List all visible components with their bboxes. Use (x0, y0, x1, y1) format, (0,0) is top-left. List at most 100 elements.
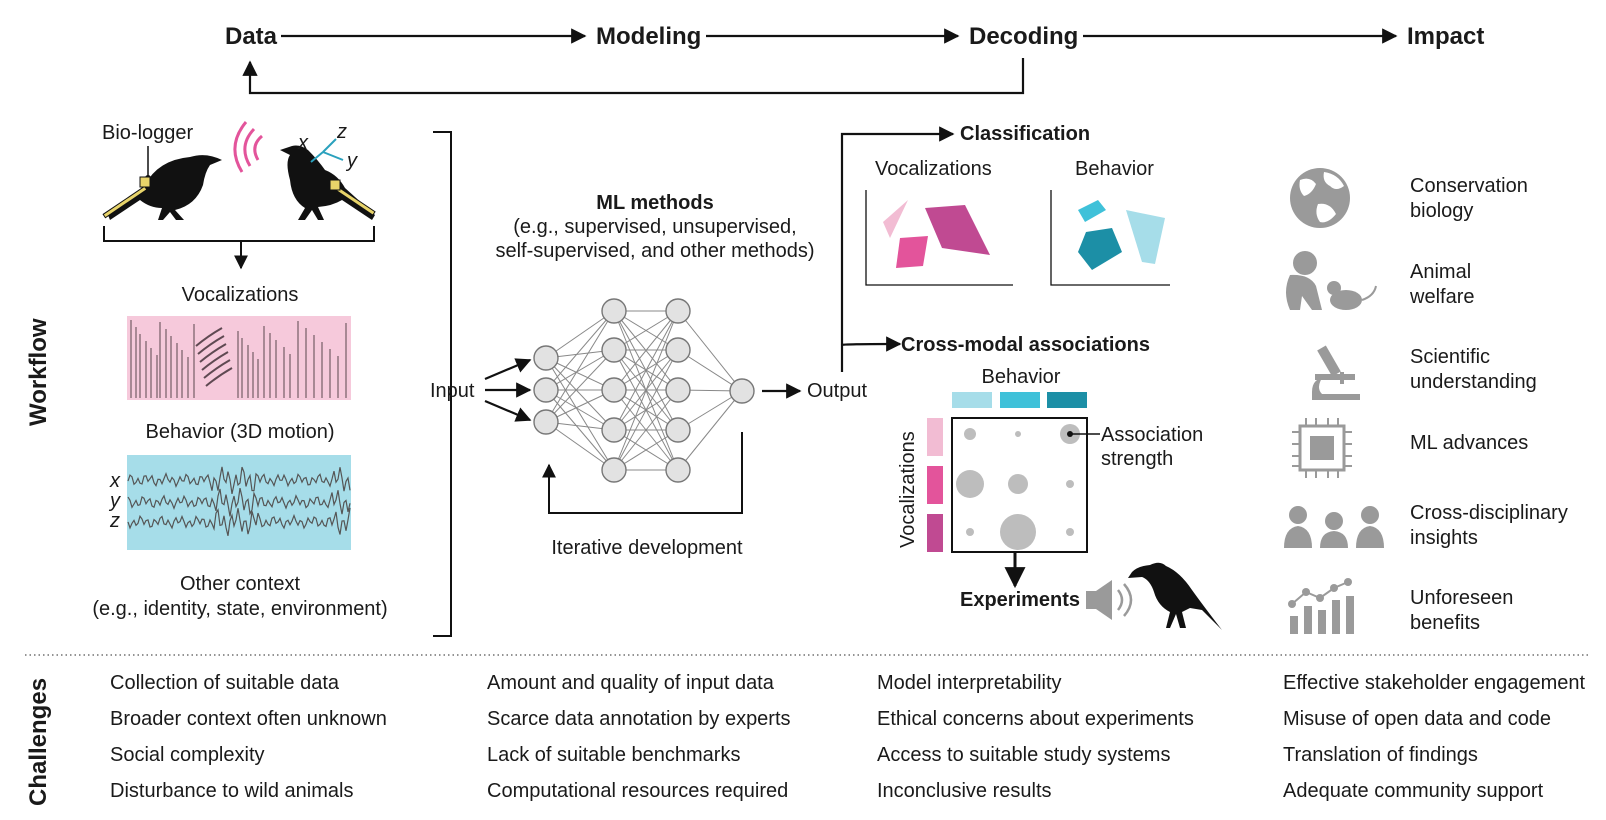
trace-x-label: x (109, 470, 121, 492)
association-dot (964, 428, 976, 440)
nn-node (601, 298, 627, 324)
crow-left-icon (102, 155, 222, 220)
axis-y-label: y (345, 150, 358, 172)
speaker-icon (1086, 580, 1133, 620)
biologger-label: Bio-logger (102, 122, 194, 144)
nn-node (665, 377, 691, 403)
vocalization-cluster-plot (865, 190, 1013, 286)
challenge-data-item: Social complexity (110, 744, 265, 766)
workflow-side-label: Workflow (25, 318, 52, 426)
association-pointer-dot (1067, 431, 1073, 437)
trace-z-label: z (109, 510, 120, 532)
model-panel: ML methods (e.g., supervised, unsupervis… (430, 192, 867, 559)
ml-methods-title: ML methods (596, 192, 713, 214)
nn-node (533, 409, 559, 435)
ml-methods-desc-1: (e.g., supervised, unsupervised, (513, 216, 797, 238)
output-label: Output (807, 380, 867, 402)
pipeline-header: Data Modeling Decoding Impact (225, 23, 1484, 95)
data-panel: Bio-logger x y z (92, 121, 387, 620)
challenge-decoding-item: Access to suitable study systems (877, 744, 1170, 766)
spectrogram (127, 316, 351, 400)
challenge-modeling-item: Amount and quality of input data (487, 672, 775, 694)
microscope-icon (1312, 345, 1360, 400)
pipeline-impact-label: Impact (1407, 23, 1484, 50)
classification-arrow (840, 126, 955, 372)
association-matrix (951, 417, 1088, 553)
challenge-modeling-item: Computational resources required (487, 780, 788, 802)
challenges-side-label: Challenges (25, 678, 52, 806)
nn-node (601, 417, 627, 443)
classification-vocalizations-label: Vocalizations (875, 158, 992, 180)
classification-title: Classification (960, 123, 1090, 145)
nn-node (729, 378, 755, 404)
matrix-row-3 (927, 514, 943, 552)
pipeline-modeling-label: Modeling (596, 23, 701, 50)
challenge-modeling-item: Scarce data annotation by experts (487, 708, 791, 730)
impact-item-label: Cross-disciplinary (1410, 502, 1568, 524)
people-icon (1284, 506, 1384, 548)
nn-node (665, 457, 691, 483)
challenge-modeling-item: Lack of suitable benchmarks (487, 744, 740, 766)
challenge-decoding-item: Inconclusive results (877, 780, 1052, 802)
challenge-decoding-item: Model interpretability (877, 672, 1062, 694)
nn-node (533, 345, 559, 371)
association-dots (956, 424, 1080, 550)
classification-behavior-label: Behavior (1075, 158, 1154, 180)
nn-node (665, 298, 691, 324)
nn-node (601, 337, 627, 363)
chip-icon (1292, 418, 1352, 478)
association-label-1: Association (1101, 424, 1203, 446)
pipeline-decoding-label: Decoding (969, 23, 1078, 50)
nn-node (665, 337, 691, 363)
feedback-arrow (242, 58, 1025, 95)
impact-item-label: ML advances (1410, 432, 1528, 454)
nn-node (665, 417, 691, 443)
association-dot (1000, 514, 1036, 550)
matrix-row-1 (927, 418, 943, 456)
impact-item-label-2: biology (1410, 200, 1473, 222)
impact-item-label-2: understanding (1410, 371, 1537, 393)
association-dot (1066, 528, 1074, 536)
association-dot (1008, 474, 1028, 494)
nn-node (533, 377, 559, 403)
impact-item-label: Scientific (1410, 346, 1490, 368)
other-context-examples: (e.g., identity, state, environment) (92, 598, 387, 620)
challenge-data-item: Broader context often unknown (110, 708, 387, 730)
pipeline-data-label: Data (225, 23, 278, 50)
behavior-cluster-plot (1050, 190, 1170, 286)
challenge-impact-item: Effective stakeholder engagement (1283, 672, 1585, 694)
challenge-impact-item: Adequate community support (1283, 780, 1544, 802)
challenge-data-item: Collection of suitable data (110, 672, 340, 694)
decoding-panel: Classification Vocalizations Behavior Cr… (840, 123, 1222, 630)
impact-item-label: Animal (1410, 261, 1471, 283)
neural-network-edges (545, 310, 743, 471)
trace-y-label: y (108, 490, 121, 512)
input-arrow-1 (484, 358, 532, 381)
iterative-loop-arrow (542, 432, 743, 514)
crow-right-icon (280, 145, 376, 220)
animals-icon (1286, 251, 1377, 310)
experiments-label: Experiments (960, 589, 1080, 611)
challenge-data-item: Disturbance to wild animals (110, 780, 353, 802)
matrix-row-2 (927, 466, 943, 504)
input-bracket (433, 131, 452, 637)
cross-modal-arrow (840, 336, 902, 352)
challenge-impact-item: Misuse of open data and code (1283, 708, 1551, 730)
axis-x-label: x (297, 132, 309, 154)
impact-item-label: Conservation (1410, 175, 1528, 197)
motion-trace-panel (127, 455, 351, 550)
behavior-motion-label: Behavior (3D motion) (146, 421, 335, 443)
input-arrow-3 (484, 399, 532, 422)
matrix-col-1 (952, 392, 992, 408)
matrix-col-2 (1000, 392, 1040, 408)
impact-item-label: Unforeseen (1410, 587, 1513, 609)
challenge-decoding-item: Ethical concerns about experiments (877, 708, 1194, 730)
vocalizations-label: Vocalizations (182, 284, 299, 306)
impact-item-label-2: benefits (1410, 612, 1480, 634)
other-context-label: Other context (180, 573, 301, 595)
data-bracket (103, 226, 375, 242)
iterative-development-label: Iterative development (551, 537, 743, 559)
impact-item-label-2: welfare (1409, 286, 1474, 308)
